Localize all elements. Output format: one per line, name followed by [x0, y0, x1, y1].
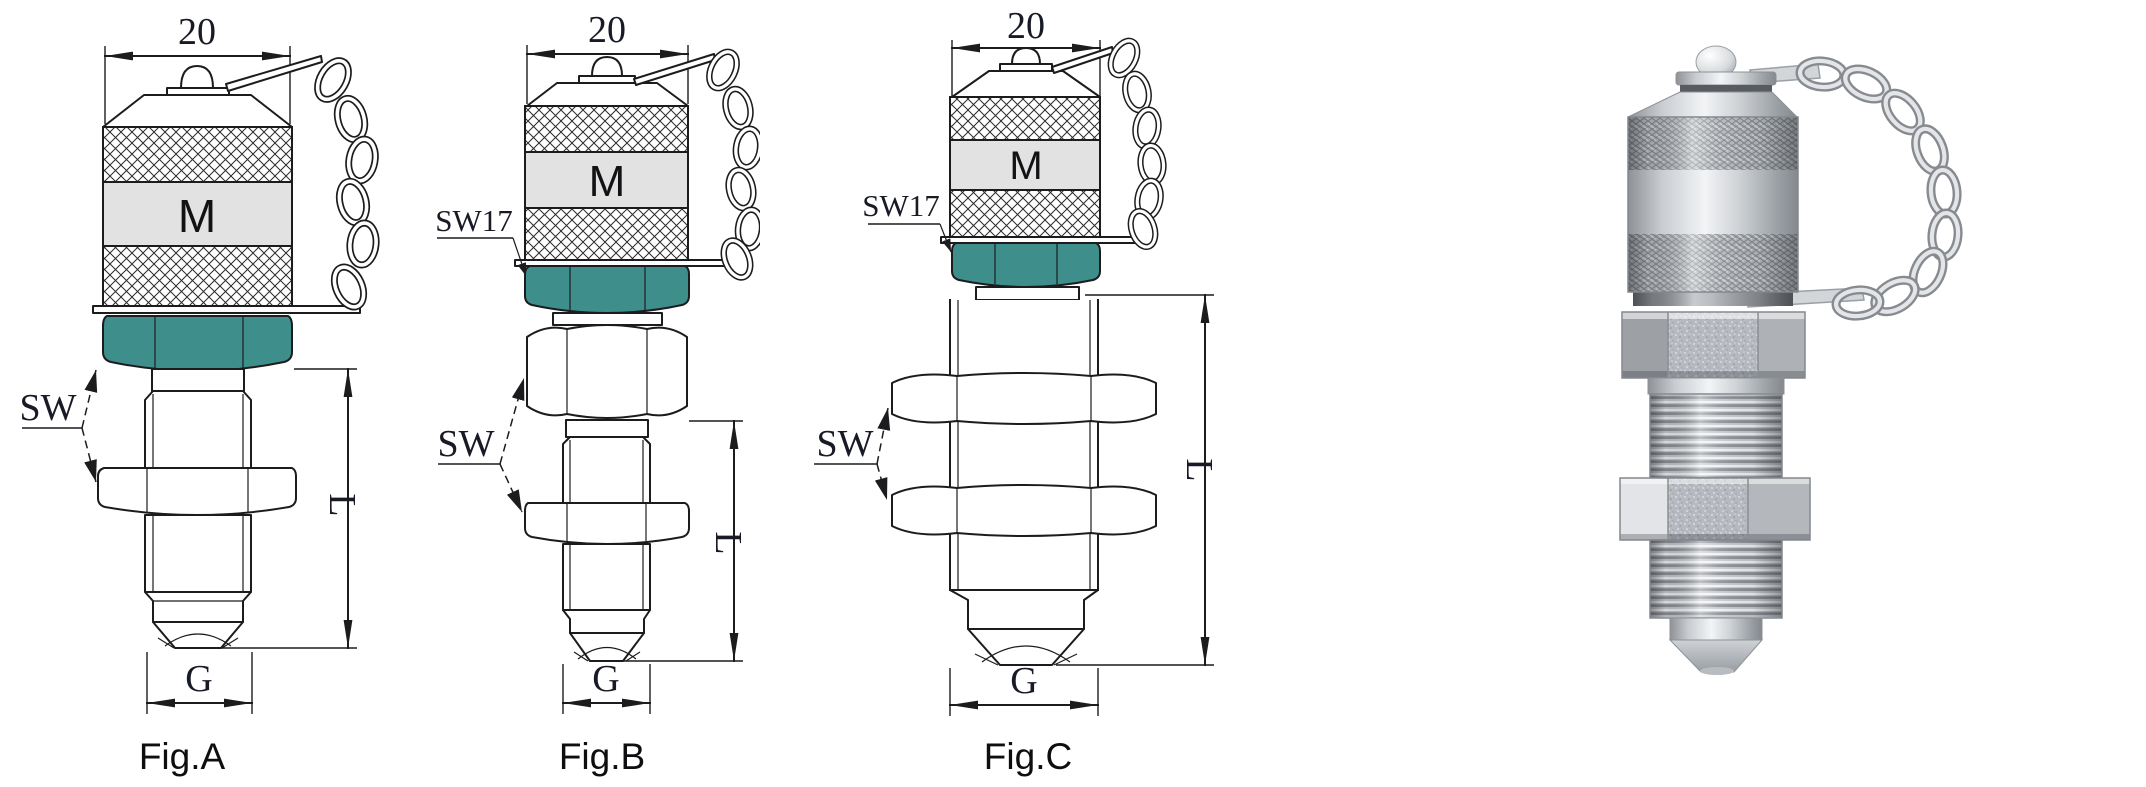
fig-a-thread-label: G [185, 658, 212, 700]
marking-band [524, 151, 689, 209]
fig-b-label-SW: SW [438, 377, 525, 513]
chain-bar [1051, 46, 1114, 74]
fig-c-label-SW17: SW17 [862, 188, 952, 253]
fig-a-retaining-chain [225, 55, 378, 311]
fig-c-cap-marking: M [1009, 144, 1042, 188]
fig-a-dim-L: L [208, 368, 363, 649]
fig-a-label-SW: SW [20, 369, 98, 483]
fig-b-dim-L: L [600, 420, 749, 662]
fig-b-label-SW17: SW17 [435, 203, 527, 277]
hex-body [526, 324, 688, 419]
fig-b-retaining-chain [633, 47, 760, 281]
fig-c-thread-label: G [1010, 660, 1037, 702]
fig-c-cap-width-value: 20 [1007, 5, 1045, 47]
bulkhead-hex-nut [891, 372, 1157, 425]
thread-section [562, 543, 651, 611]
thread-section [562, 436, 651, 504]
fig-c-cap-hex-label: SW17 [862, 188, 940, 223]
fig-b-length-label: L [707, 531, 749, 554]
thread-section [144, 390, 252, 469]
fig-b-dim-G: G [562, 658, 651, 714]
tip-cone [152, 621, 244, 649]
cap-bleed-button [1011, 47, 1041, 65]
fig-c-dim-L: L [1056, 294, 1220, 666]
fig-a-dim-G: G [146, 652, 253, 714]
fig-c-drawing: 20 M SW17 [814, 5, 1220, 777]
washer [975, 286, 1080, 301]
fig-b-drawing: 20 M SW17 [435, 9, 760, 777]
knurl-band [102, 245, 293, 307]
fig-b-cap-marking: M [589, 157, 626, 206]
fig-c-length-label: L [1178, 458, 1220, 481]
fig-c-caption: Fig.C [984, 736, 1072, 777]
photo-hex-nut [1621, 311, 1806, 379]
fig-a-cap-marking: M [178, 190, 216, 242]
fig-c-label-SW: SW [814, 407, 891, 501]
chain-bar [225, 55, 323, 92]
cap-base-plate [92, 305, 361, 314]
tip-chamfer [562, 609, 651, 634]
thread-section [144, 514, 252, 593]
tip-chamfer [949, 589, 1099, 630]
photo-locknut [1619, 477, 1811, 541]
fig-c-dim-cap-width: 20 [951, 5, 1101, 96]
locknut [524, 502, 690, 545]
cap-bleed-button [591, 56, 623, 77]
product-photo [1619, 45, 2020, 675]
photo-dust-cap [1627, 45, 1799, 306]
knurl-band [102, 126, 293, 183]
fig-c-dim-G: G [949, 660, 1099, 716]
fig-c-wrench-label: SW [817, 423, 874, 465]
fig-a-length-label: L [321, 493, 363, 516]
fig-c-fitting-body [891, 286, 1157, 666]
fig-b-thread-label: G [592, 658, 619, 700]
fig-a-caption: Fig.A [139, 736, 226, 777]
fig-c-retaining-chain [1051, 36, 1165, 250]
fig-b-cap-width-value: 20 [588, 9, 626, 51]
knurl-band [949, 96, 1101, 141]
fig-a-drawing: 20 M [20, 11, 380, 777]
marking-band [949, 139, 1101, 191]
fig-b-caption: Fig.B [559, 736, 645, 777]
cap-bleed-button [180, 65, 214, 89]
washer [552, 312, 663, 326]
knurl-band [949, 189, 1101, 238]
bulkhead-hex-nut [891, 484, 1157, 537]
fig-b-cap-hex-label: SW17 [435, 203, 513, 238]
chain-bar [633, 53, 716, 86]
knurl-band [524, 105, 689, 153]
fig-a-cap-width-value: 20 [178, 11, 216, 53]
tip-collar [1669, 617, 1763, 641]
fig-b-dim-cap-width: 20 [526, 9, 689, 104]
fig-a-wrench-label: SW [20, 387, 77, 429]
fig-c-swivel-nut-teal [951, 242, 1101, 289]
fig-b-swivel-nut-teal [524, 265, 690, 315]
threaded-rod [949, 299, 1099, 591]
fig-a-fitting-body [97, 368, 297, 649]
fig-b-wrench-label: SW [438, 423, 495, 465]
tip-cone [967, 628, 1085, 666]
tip-cone [1668, 639, 1764, 673]
fig-b-fitting-body [524, 312, 690, 662]
washer [1647, 377, 1785, 395]
knurl-band [524, 207, 689, 261]
photo-body [1619, 377, 1811, 675]
fig-a-dust-cap: M [92, 65, 361, 314]
tip-chamfer [144, 591, 252, 623]
fig-a-dim-cap-width: 20 [104, 11, 291, 124]
locknut [97, 467, 297, 516]
fig-b-dust-cap: M [514, 56, 746, 267]
fig-a-swivel-nut-teal [102, 315, 293, 373]
